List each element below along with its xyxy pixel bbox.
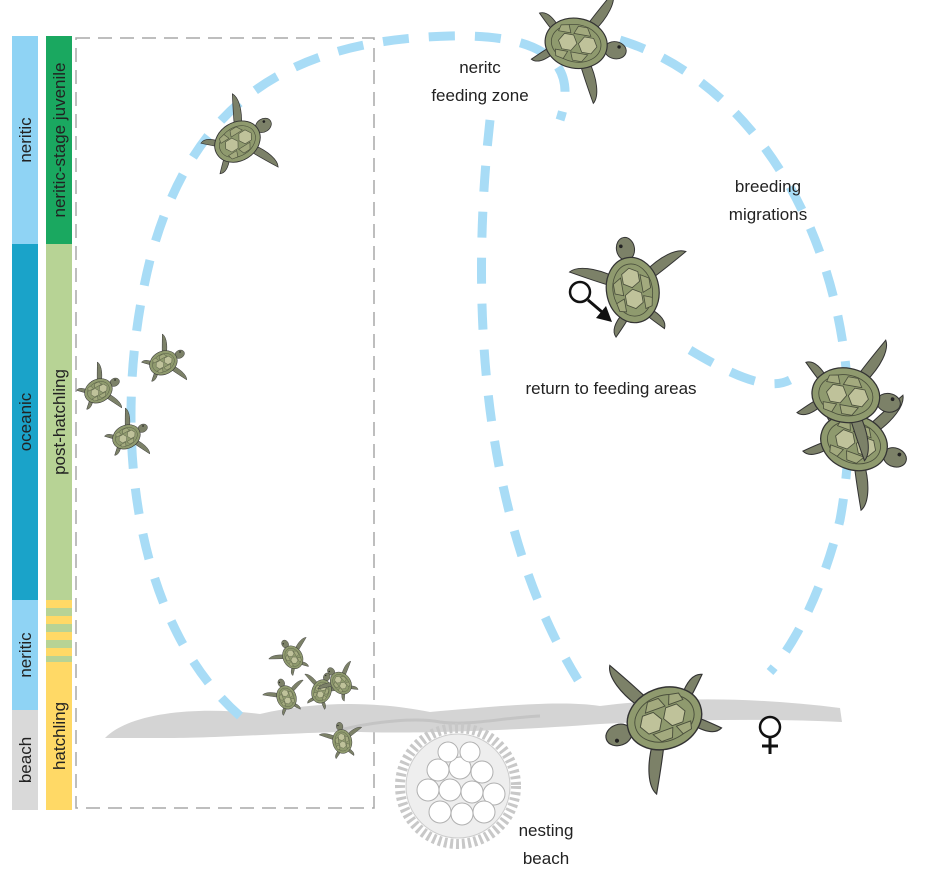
nesting-label-line1: nesting	[519, 821, 574, 840]
habitat-column: neritic oceanic neritic beach	[12, 36, 38, 810]
turtle-feeding-zone	[526, 0, 636, 107]
habitat-label-beach: beach	[16, 737, 35, 783]
stage-label-hatchling: hatchling	[50, 702, 69, 770]
return-to-feeding-path	[690, 350, 790, 384]
female-symbol-icon	[760, 717, 780, 754]
breeding-label-line2: migrations	[729, 205, 807, 224]
stage-label-post-hatchling: post-hatchling	[50, 369, 69, 475]
stage-column: neritic-stage juvenile post-hatchling ha…	[46, 36, 72, 810]
turtle-hatchling-1	[264, 630, 319, 682]
feeding-zone-label-line2: feeding zone	[431, 86, 528, 105]
breeding-migration-path	[620, 40, 849, 672]
juvenile-cycle-path	[131, 36, 565, 716]
nesting-label-line2: beach	[523, 849, 569, 868]
habitat-label-neritic-top: neritic	[16, 117, 35, 163]
turtle-posthatchling-2	[134, 329, 196, 395]
breeding-label-line1: breeding	[735, 177, 801, 196]
return-to-feeding-label: return to feeding areas	[525, 379, 696, 398]
stage-label-juvenile: neritic-stage juvenile	[50, 63, 69, 218]
habitat-label-oceanic: oceanic	[16, 392, 35, 451]
habitat-label-neritic-bottom: neritic	[16, 632, 35, 678]
feeding-zone-label-line1: neritc	[459, 58, 501, 77]
return-migration-path	[481, 120, 578, 680]
stage-transition-stripes	[46, 600, 72, 662]
turtle-posthatchling-1	[69, 357, 131, 423]
